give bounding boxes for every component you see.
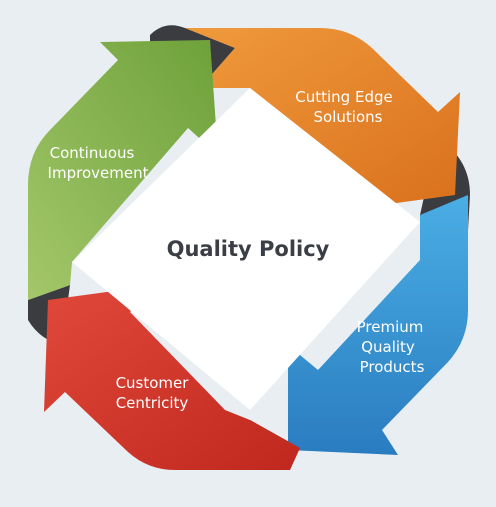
label-continuous-line2: Improvement <box>48 164 149 182</box>
segment-customer-centricity-arrow <box>44 285 300 470</box>
label-cutting-edge-line1: Cutting Edge <box>295 88 392 106</box>
label-premium-line1: Premium <box>357 318 424 336</box>
label-customer-line1: Customer <box>116 374 190 392</box>
label-cutting-edge-line2: Solutions <box>314 108 383 126</box>
label-customer-line2: Centricity <box>116 394 189 412</box>
label-continuous-line1: Continuous <box>50 144 135 162</box>
segment-premium-quality-arrow <box>288 195 468 455</box>
segment-continuous-improvement-arrow <box>28 40 218 300</box>
center-title: Quality Policy <box>167 237 330 261</box>
label-premium-line3: Products <box>360 358 425 376</box>
label-premium-line2: Quality <box>361 338 415 356</box>
inner-diamond <box>72 88 420 410</box>
segment-cutting-edge-arrow <box>185 28 460 210</box>
